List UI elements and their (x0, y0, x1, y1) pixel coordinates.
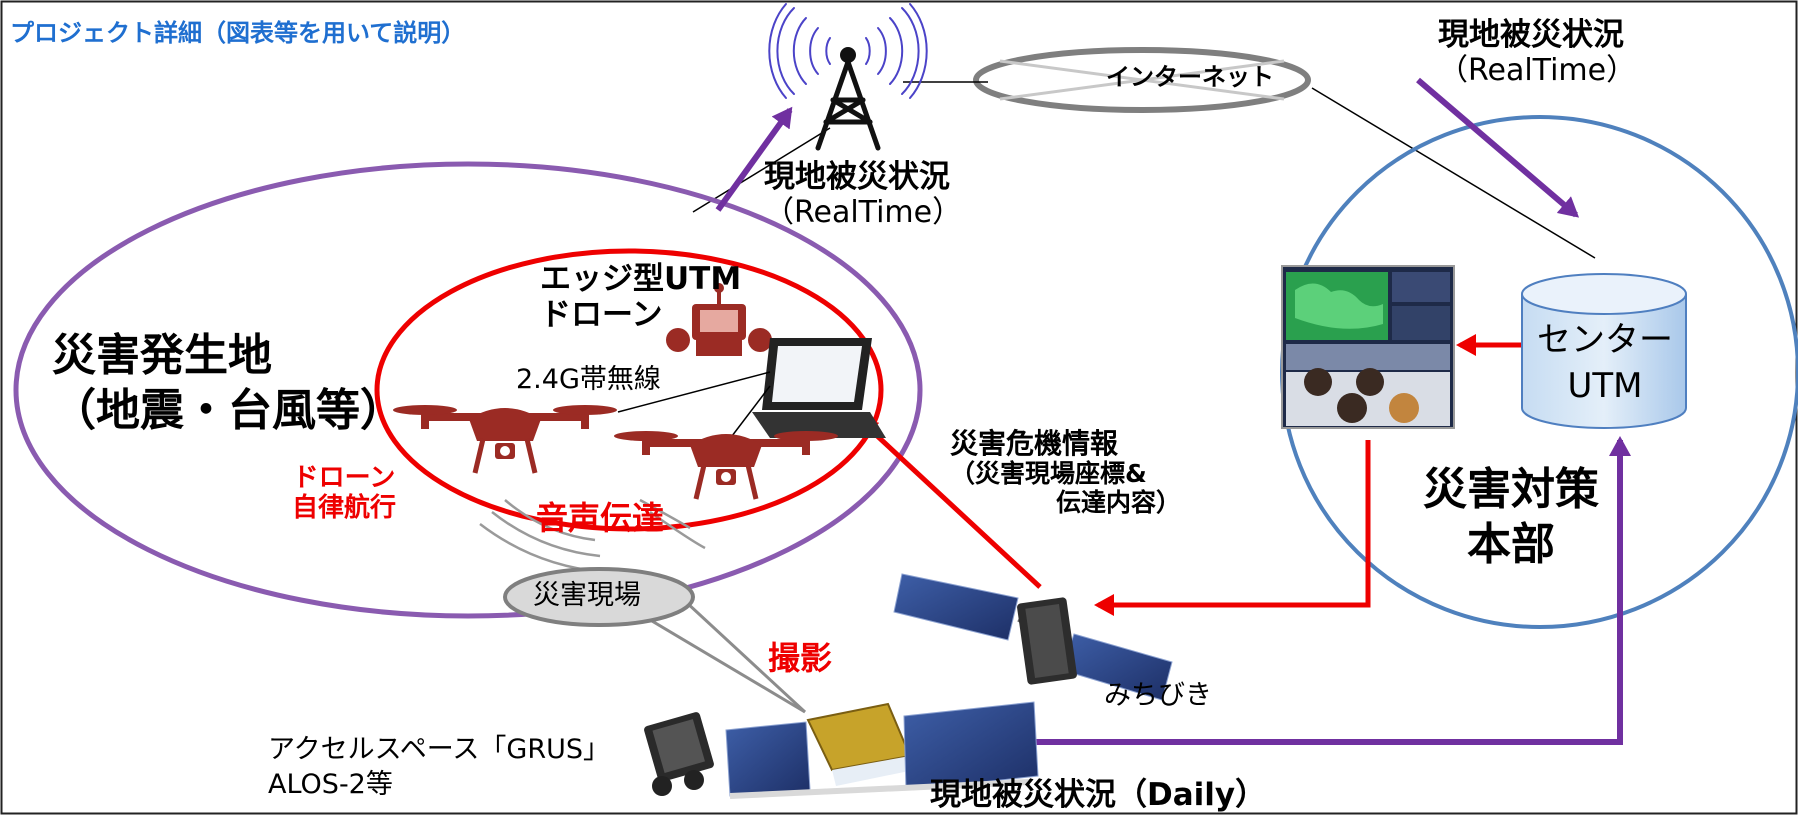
center-utm-line2: UTM (1567, 365, 1643, 406)
edge-utm-label: エッジ型UTM ドローン (540, 261, 742, 333)
autonomous-line1: ドローン (292, 463, 396, 493)
photography-label: 撮影 (768, 639, 833, 677)
realtime-arrows (715, 77, 1580, 218)
center-utm-database-icon (1521, 273, 1687, 429)
autonomous-line2: 自律航行 (292, 492, 397, 523)
realtime-status-mid: 現地被災状況 （RealTime） (764, 159, 963, 230)
realtime-top-line2: （RealTime） (1438, 52, 1637, 88)
hq-line2: 本部 (1467, 519, 1555, 570)
autonomous-flight-label: ドローン 自律航行 (292, 463, 397, 524)
disaster-area-line1: 災害発生地 (52, 330, 272, 381)
edge-utm-device-icon (666, 283, 772, 356)
wireless-link-2 (731, 385, 771, 437)
grus-line1: アクセルスペース「GRUS」 (268, 734, 610, 765)
daily-arrow (1035, 436, 1631, 745)
michibiki-satellite-icon (893, 573, 1173, 701)
disaster-area-label: 災害発生地 （地震・台風等） (52, 328, 404, 438)
edge-utm-line2: ドローン (540, 296, 663, 333)
hq-label: 災害対策 本部 (1406, 462, 1616, 572)
site-leader-line-2 (684, 600, 807, 714)
crisis-info-line1: 災害危機情報 (950, 427, 1119, 460)
disaster-site-ellipse (503, 567, 695, 627)
grus-label: アクセルスペース「GRUS」 ALOS-2等 (268, 732, 610, 802)
control-room-icon (1281, 265, 1455, 429)
drone-icon-left (393, 405, 617, 473)
center-utm-label: センター UTM (1532, 318, 1678, 410)
voice-transmission-label: 音声伝達 (536, 499, 665, 537)
network-lines (692, 81, 1596, 259)
grus-satellite-icon (644, 712, 714, 796)
crisis-info-label: 災害危機情報 （災害現場座標& 伝達内容） (950, 427, 1182, 518)
realtime-top-line1: 現地被災状況 (1438, 17, 1624, 53)
wireless-link (617, 371, 771, 413)
edge-utm-line1: エッジ型UTM (540, 261, 742, 297)
crisis-info-line3: 伝達内容） (1056, 487, 1182, 517)
daily-status-label: 現地被災状況（Daily） (930, 777, 1267, 813)
hq-line1: 災害対策 (1423, 464, 1599, 515)
edge-utm-ellipse (374, 248, 884, 532)
antenna-tower-icon (768, 3, 928, 151)
disaster-area-ellipse (13, 161, 923, 619)
realtime-mid-line1: 現地被災状況 (764, 159, 950, 195)
center-utm-line1: センター (1537, 320, 1673, 360)
internet-label: インターネット (1106, 63, 1274, 91)
realtime-mid-line2: （RealTime） (764, 194, 963, 230)
michibiki-label: みちびき (1104, 680, 1212, 711)
disaster-site-label: 災害現場 (533, 580, 641, 611)
wireless-label: 2.4G帯無線 (516, 364, 661, 395)
crisis-arrows (857, 334, 1522, 616)
realtime-status-top: 現地被災状況 （RealTime） (1438, 17, 1637, 88)
internet-cloud (973, 47, 1311, 113)
crisis-info-line2: （災害現場座標& (950, 459, 1147, 489)
page-title: プロジェクト詳細（図表等を用いて説明） (10, 19, 466, 47)
alos2-satellite-icon (725, 701, 1039, 799)
disaster-area-line2: （地震・台風等） (52, 385, 404, 436)
grus-line2: ALOS-2等 (268, 769, 393, 801)
laptop-icon (752, 338, 886, 438)
